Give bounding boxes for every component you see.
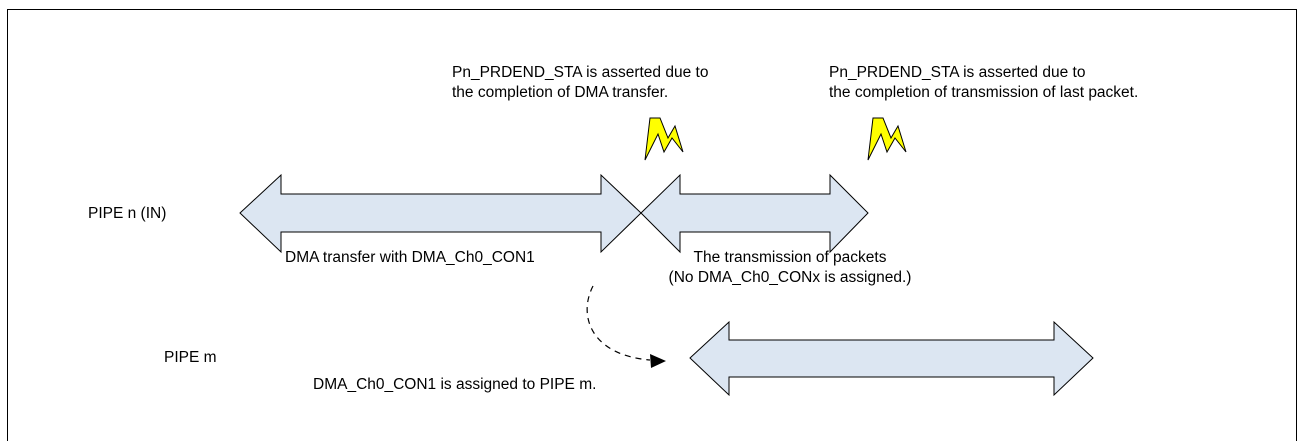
- dashed-arrow-head-icon: [650, 354, 666, 368]
- pipe-n-label: PIPE n (IN): [88, 205, 167, 222]
- dma-transfer-double-arrow-icon: [239, 173, 642, 254]
- lightning-icon: [644, 117, 684, 161]
- dma-transfer-label: DMA transfer with DMA_Ch0_CON1: [285, 249, 535, 266]
- lightning-icon: [867, 117, 907, 161]
- dma-end-annotation-line2: the completion of DMA transfer.: [452, 84, 669, 101]
- transmission-label-line2: (No DMA_Ch0_CONx is assigned.): [668, 269, 912, 286]
- tx-end-annotation-line2: the completion of transmission of last p…: [829, 84, 1139, 101]
- transmission-label-line1: The transmission of packets: [693, 249, 887, 266]
- pipe-m-double-arrow-icon: [689, 320, 1094, 397]
- pipe-m-label: PIPE m: [164, 349, 217, 366]
- transmission-double-arrow-icon: [640, 173, 869, 254]
- diagram-frame: [7, 9, 1297, 441]
- dma-end-annotation-line1: Pn_PRDEND_STA is asserted due to: [452, 64, 709, 81]
- assigned-label: DMA_Ch0_CON1 is assigned to PIPE m.: [313, 376, 597, 393]
- tx-end-annotation-line1: Pn_PRDEND_STA is asserted due to: [829, 64, 1086, 81]
- dashed-curved-arrow-icon: [586, 285, 651, 361]
